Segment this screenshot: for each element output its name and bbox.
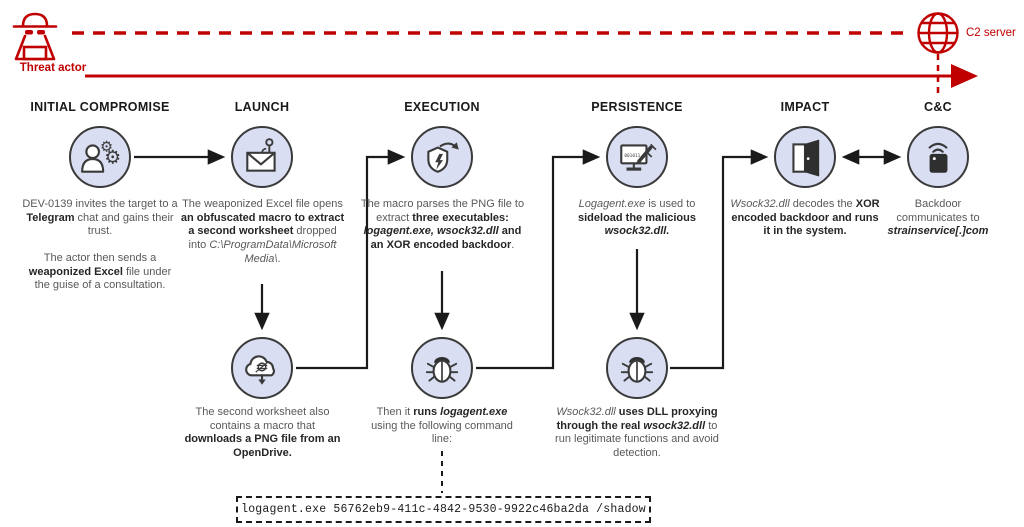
desc-initial-compromise: DEV-0139 invites the target to a Telegra… [22,198,178,292]
substep-node-dll-proxy [606,337,668,399]
stage-node-cc [907,126,969,188]
phishing-envelope-icon [246,138,276,172]
stage-title-execution: EXECUTION [404,100,480,114]
shield-execute-icon [427,142,459,173]
stage-title-impact: IMPACT [780,100,830,114]
svg-text:⚙: ⚙ [100,139,113,156]
cloud-download-icon [245,355,275,385]
device-signal-icon [928,142,948,173]
stage-node-impact [774,126,836,188]
desc-cc: Backdoor communicates to strainservice[.… [887,198,989,238]
arrow-run-to-persistence [476,149,601,370]
stage-node-persistence: 001011 [606,126,668,188]
threat-actor-label: Threat actor [19,62,87,74]
bug-icon [620,356,654,383]
monitor-injection-icon: 001011 [620,143,657,171]
stage-title-launch: LAUNCH [234,100,290,114]
desc-dll-proxy: Wsock32.dll uses DLL proxying through th… [555,406,719,459]
command-line-text: logagent.exe 56762eb9-411c-4842-9530-992… [241,503,646,516]
command-line-box: logagent.exe 56762eb9-411c-4842-9530-992… [236,496,651,523]
stage-title-persistence: PERSISTENCE [591,100,683,114]
threat-actor-icon [12,12,58,61]
desc-execution: The macro parses the PNG file to extract… [360,198,525,251]
desc-launch: The weaponized Excel file opens an obfus… [180,198,345,265]
svg-text:001011: 001011 [624,153,640,159]
substep-node-download [231,337,293,399]
desc-run-logagent: Then it runs logagent.exe using the foll… [371,406,513,446]
desc-persistence: Logagent.exe is used to sideload the mal… [578,198,696,238]
arrow-proxy-to-impact [670,149,769,370]
svg-text:⚙: ⚙ [104,146,121,168]
substep-node-run-logagent [411,337,473,399]
stage-title-cc: C&C [924,100,952,114]
person-gears-icon: ⚙ ⚙ [81,139,121,173]
desc-download: The second worksheet also contains a mac… [184,406,341,459]
c2-server-globe-icon [917,12,959,54]
desc-impact: Wsock32.dll decodes the XOR encoded back… [730,198,880,238]
stage-title-initial-compromise: INITIAL COMPROMISE [30,100,170,114]
backdoor-door-icon [792,139,820,177]
stage-node-initial-compromise: ⚙ ⚙ [69,126,131,188]
stage-node-launch [231,126,293,188]
c2-server-label: C2 server [966,27,1016,39]
stage-node-execution [411,126,473,188]
bug-icon [425,356,459,383]
